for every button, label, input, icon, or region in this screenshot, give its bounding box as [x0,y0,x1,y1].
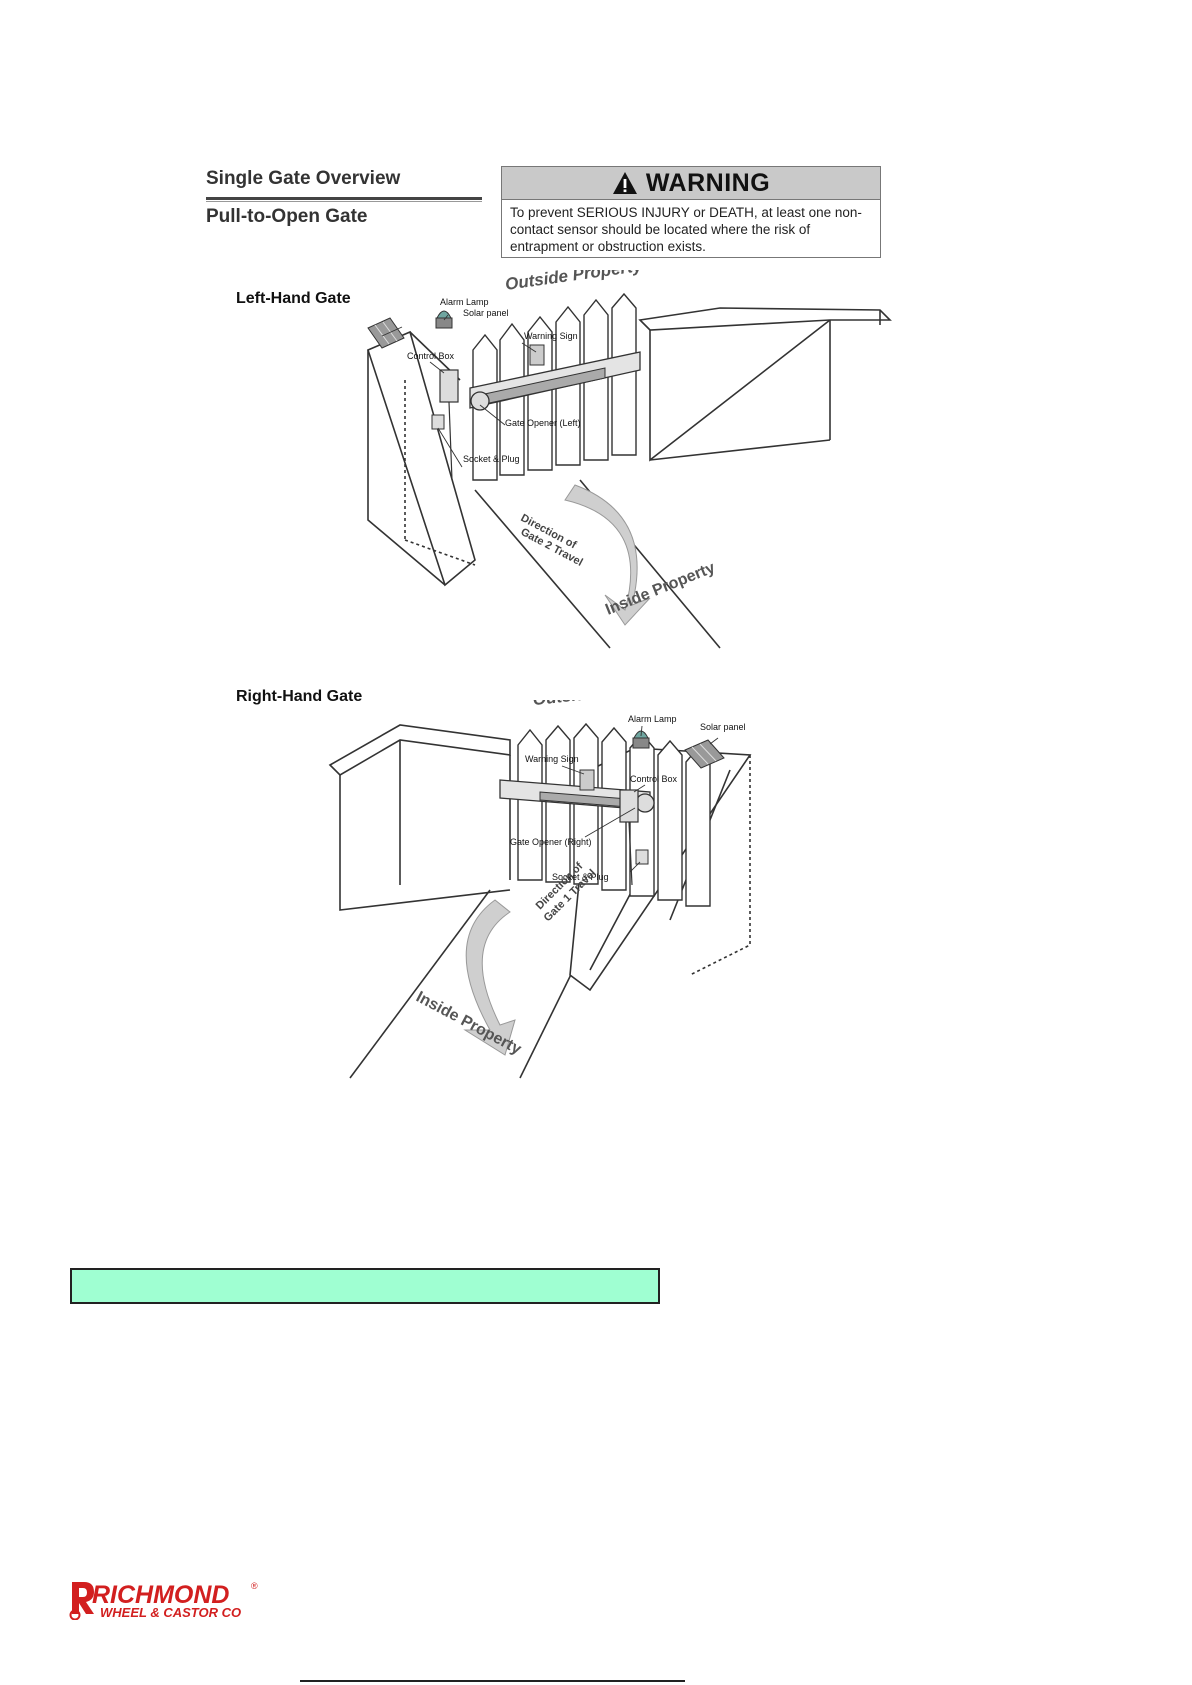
title-rule-thin [206,201,482,202]
left-wall-face [367,350,446,586]
right-control-box-icon [619,789,639,823]
highlight-bar [70,1268,660,1304]
page-subtitle: Pull-to-Open Gate [206,206,368,227]
left-gate-diagram: Solar panel Alarm Lamp Warning Sign Cont… [367,270,892,649]
right-label-lamp: Alarm Lamp [628,714,677,724]
left-outside-label: Outside Property [504,270,645,294]
right-gate-diagram: Alarm Lamp Solar panel Warning Sign Cont… [328,700,752,1079]
right-label-sign: Warning Sign [525,754,579,764]
right-label-solar: Solar panel [700,722,746,732]
logo-brand: RICHMOND [92,1581,230,1609]
left-gate-pickets [472,292,637,481]
warning-label: WARNING [645,168,771,197]
richmond-logo-icon [69,1582,94,1620]
logo-registered: ® [251,1581,258,1591]
warning-text: To prevent SERIOUS INJURY or DEATH, at l… [510,205,862,254]
right-direction-arrow [463,899,516,1056]
warning-header: WARNING [502,167,880,200]
right-gate-pickets [517,722,711,907]
right-label-socket: Socket & Plug [552,872,609,882]
right-gate-opener [499,779,655,813]
right-label-opener: Gate Opener (Right) [510,837,592,847]
left-label-sign: Warning Sign [524,331,578,341]
warning-triangle-icon [612,172,637,194]
logo-subtitle: WHEEL & CASTOR CO [100,1605,242,1620]
left-label-lamp: Alarm Lamp [440,297,489,307]
footer-rule [300,1680,685,1682]
left-wall-top [367,330,476,587]
left-label-socket: Socket & Plug [463,454,520,464]
right-warning-sign-icon [579,769,595,791]
left-label-control: Control Box [407,351,455,361]
title-rule [206,197,482,200]
right-label-control: Control Box [630,774,678,784]
left-label-solar: Solar panel [463,308,509,318]
page-title: Single Gate Overview [206,168,401,189]
left-warning-sign-icon [529,344,545,366]
left-inside-label: Inside Property [603,559,717,618]
left-direction-arrow [564,484,651,626]
left-gate-title: Left-Hand Gate [236,290,351,307]
left-gate-opener [469,351,641,411]
right-socket-icon [635,849,649,865]
left-control-box-icon [439,369,459,403]
left-label-opener: Gate Opener (Left) [505,418,581,428]
left-socket-icon [431,414,445,430]
left-solar-panel-icon [367,317,405,349]
right-solar-panel-icon [684,739,725,769]
warning-box: WARNING To prevent SERIOUS INJURY or DEA… [501,166,881,258]
right-gate-title: Right-Hand Gate [236,688,363,705]
right-outside-label: Outside Property [532,700,673,709]
